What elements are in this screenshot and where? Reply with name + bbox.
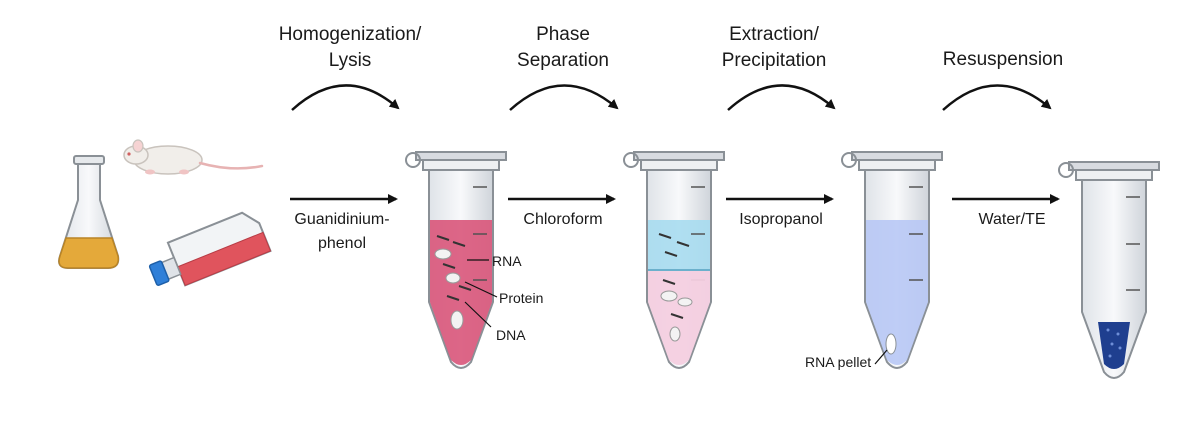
reagent-label-3: Isopropanol <box>739 211 823 228</box>
step-label-1: Homogenization/Lysis <box>278 24 422 71</box>
step-arrow-2 <box>509 84 619 111</box>
reagent-label-4: Water/TE <box>978 211 1046 228</box>
label-rna-pellet: RNA pellet <box>805 354 872 370</box>
label-rna: RNA <box>492 253 522 269</box>
reagent-label-2: Chloroform <box>523 211 603 228</box>
step-arrow-3 <box>727 84 836 111</box>
step-arrow-4 <box>942 84 1052 111</box>
step-arrow-1 <box>291 84 400 111</box>
reagent-label-1: Guanidinium-phenol <box>294 211 390 252</box>
tube-resuspension <box>1058 161 1160 379</box>
label-protein: Protein <box>499 290 544 306</box>
step-label-4: Resuspension <box>942 49 1064 70</box>
mouse-icon <box>123 139 264 175</box>
tube-precipitation <box>841 151 943 369</box>
tube-phase-separation <box>623 151 725 369</box>
tube-lysate <box>405 151 507 369</box>
erlenmeyer-flask-icon <box>58 155 120 269</box>
label-dna: DNA <box>496 327 526 343</box>
rna-pellet <box>885 333 897 355</box>
cell-culture-flask-icon <box>148 211 272 287</box>
step-label-3: Extraction/Precipitation <box>721 24 827 71</box>
